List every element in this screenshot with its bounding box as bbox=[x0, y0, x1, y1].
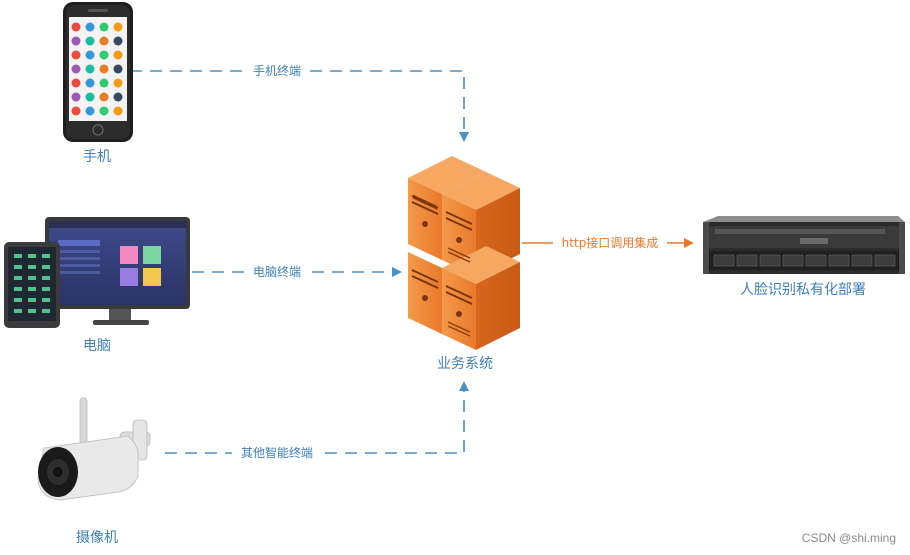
watermark: CSDN @shi.ming bbox=[801, 531, 896, 545]
business-system-label: 业务系统 bbox=[437, 356, 493, 372]
phone-icon bbox=[63, 2, 133, 142]
business-server-icon bbox=[408, 156, 520, 350]
connector-camera bbox=[165, 381, 469, 454]
edge-label-phone-terminal: 手机终端 bbox=[253, 63, 301, 78]
computer-icon bbox=[4, 217, 190, 328]
edge-label-computer-terminal: 电脑终端 bbox=[253, 264, 301, 279]
face-server-label: 人脸识别私有化部署 bbox=[740, 282, 866, 298]
edge-label-http-integration: http接口调用集成 bbox=[562, 235, 659, 250]
rack-server-icon bbox=[703, 216, 905, 274]
camera-label: 摄像机 bbox=[76, 530, 118, 546]
camera-icon bbox=[37, 397, 151, 501]
server-unit-front-lower bbox=[442, 246, 520, 350]
connector-phone bbox=[130, 70, 469, 142]
server-unit-back-lower bbox=[408, 252, 442, 334]
phone-label: 手机 bbox=[83, 149, 111, 165]
computer-label: 电脑 bbox=[83, 338, 111, 354]
edge-label-other-terminal: 其他智能终端 bbox=[241, 445, 313, 460]
